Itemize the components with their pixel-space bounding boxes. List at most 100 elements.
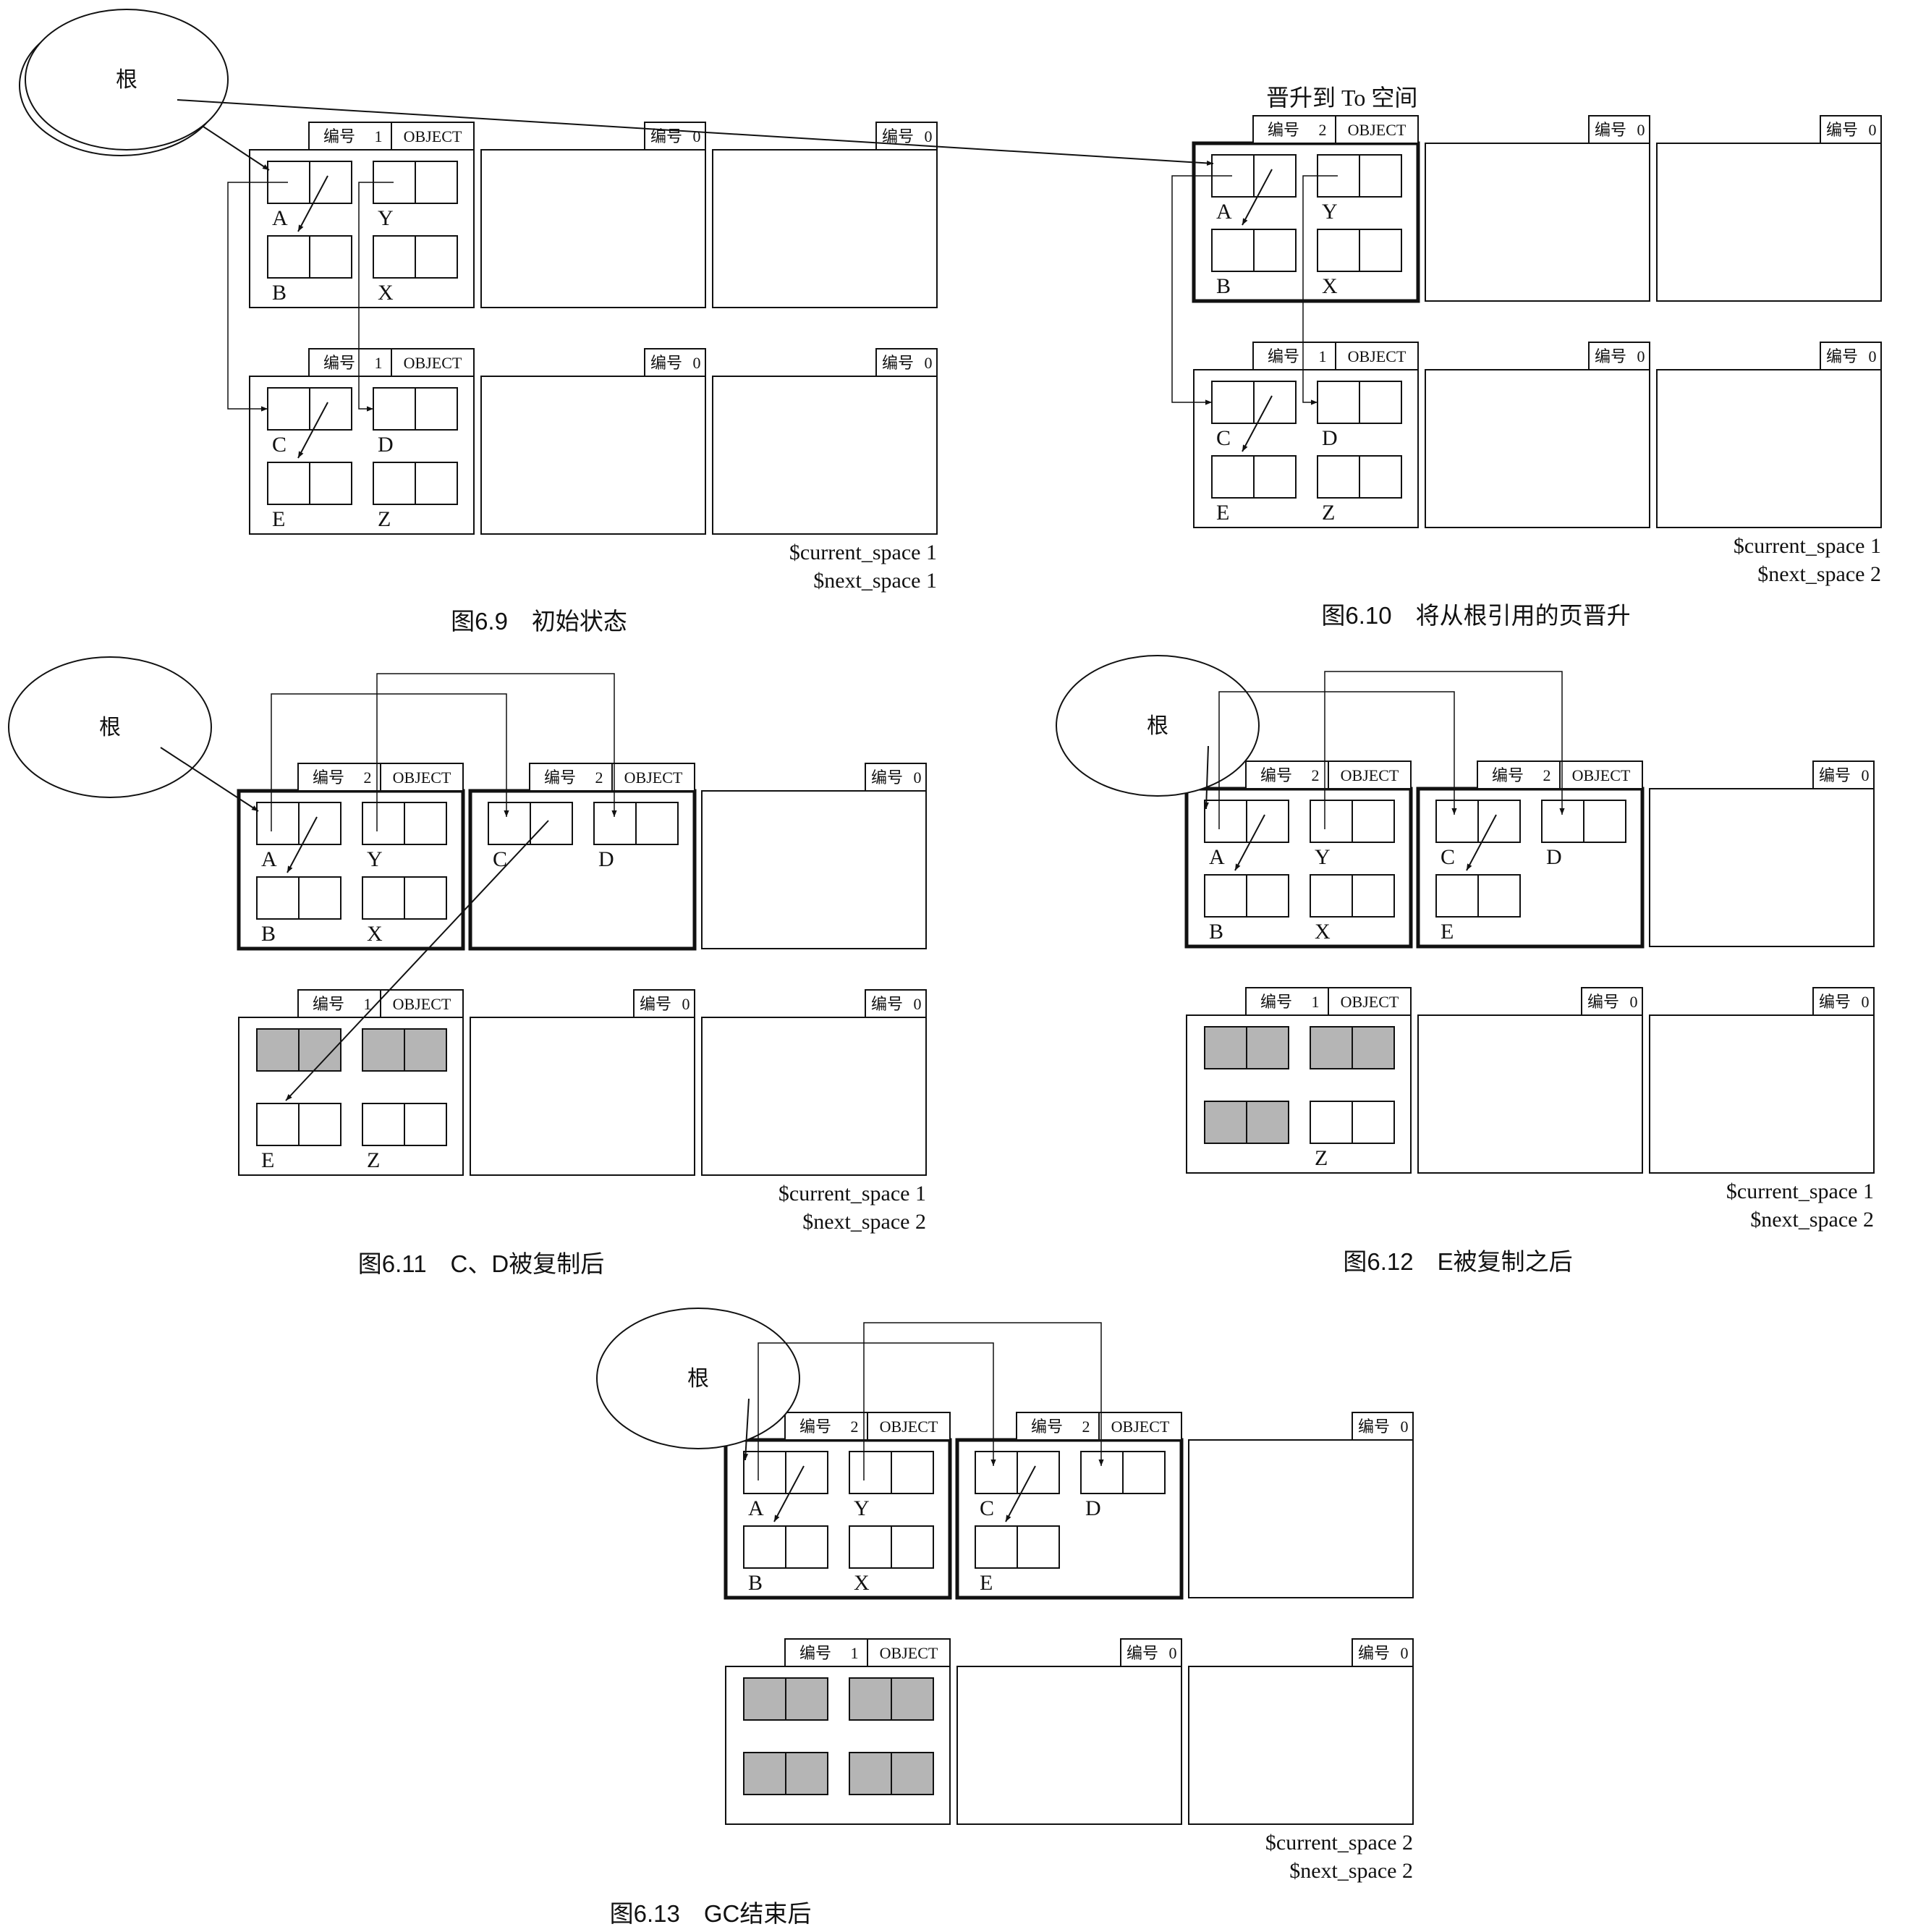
page-number-label: 编号 <box>1819 766 1851 784</box>
object-cell <box>309 462 352 505</box>
page-number-label: 编号 <box>871 995 903 1013</box>
page-number-label: 编号 <box>1358 1418 1390 1436</box>
object-cell <box>1204 874 1247 918</box>
object-label: E <box>1441 920 1454 944</box>
object-cell <box>373 235 416 279</box>
root-to-a-arrow <box>742 1398 750 1461</box>
heap-page: 编号 0 <box>1649 760 1875 947</box>
page-number-box <box>1812 760 1875 789</box>
a-to-c-arrow <box>758 1342 996 1480</box>
object-cell <box>849 1451 892 1494</box>
page-number-box <box>308 348 392 377</box>
page-number-box <box>644 122 706 151</box>
object-label: X <box>367 922 383 946</box>
next-space-label: $next_space 2 <box>1750 1208 1874 1232</box>
object-cell <box>975 1525 1018 1569</box>
page-number-value: 2 <box>1543 766 1551 784</box>
page-number-value: 2 <box>1312 766 1320 784</box>
page-number-value: 0 <box>1637 347 1645 365</box>
object-cell <box>891 1677 934 1721</box>
object-cell <box>298 876 341 920</box>
object-label: X <box>854 1571 870 1595</box>
object-cell <box>404 876 447 920</box>
object-cell <box>1317 455 1360 499</box>
page-object-label: OBJECT <box>624 768 683 787</box>
page-number-value: 0 <box>1169 1644 1177 1662</box>
page-body <box>701 790 927 949</box>
page-number-label: 编号 <box>1031 1418 1063 1436</box>
page-number-label: 编号 <box>1358 1644 1390 1662</box>
page-number-box <box>297 989 381 1018</box>
object-label: E <box>1216 501 1229 525</box>
object-cell <box>530 802 573 845</box>
page-number-box <box>1245 987 1329 1016</box>
object-label: X <box>378 281 394 305</box>
page-body <box>1425 143 1650 302</box>
object-cell <box>1359 229 1402 272</box>
page-number-value: 0 <box>1869 347 1877 365</box>
object-label: E <box>261 1148 274 1172</box>
object-cell <box>488 802 531 845</box>
page-object-label: OBJECT <box>1341 766 1399 784</box>
object-label: A <box>272 206 288 230</box>
figure-caption: 图6.9 初始状态 <box>451 608 627 635</box>
page-object-label: OBJECT <box>404 127 462 145</box>
y-to-d-arrow <box>1324 671 1565 829</box>
heap-page: 编号 0 <box>1188 1412 1414 1598</box>
page-number-value: 0 <box>693 354 701 372</box>
page-object-box <box>380 763 464 792</box>
page-number-label: 编号 <box>323 127 355 145</box>
page-body <box>1188 1666 1414 1825</box>
object-cell <box>743 1752 786 1795</box>
object-label: C <box>493 847 507 871</box>
page-number-value: 0 <box>1862 766 1870 784</box>
object-label: E <box>980 1571 993 1595</box>
page-object-label: OBJECT <box>404 354 462 372</box>
object-cell <box>362 876 405 920</box>
object-cell <box>415 387 458 431</box>
object-cell <box>975 1451 1018 1494</box>
page-object-label: OBJECT <box>1341 993 1399 1011</box>
object-cell <box>849 1752 892 1795</box>
object-cell <box>1310 1026 1353 1069</box>
page-number-value: 0 <box>925 127 933 145</box>
page-number-value: 1 <box>375 127 383 145</box>
a-to-b-arrow <box>773 1465 805 1522</box>
page-number-label: 编号 <box>1819 993 1851 1011</box>
page-number-label: 编号 <box>882 127 914 145</box>
object-cell <box>415 161 458 204</box>
page-body <box>1656 143 1882 302</box>
page-number-box <box>1588 115 1650 144</box>
object-cell <box>362 802 405 845</box>
page-object-box <box>1328 760 1412 789</box>
object-label: D <box>1322 426 1338 450</box>
object-cell <box>1246 1026 1289 1069</box>
page-number-value: 0 <box>1401 1418 1409 1436</box>
page-number-value: 1 <box>1312 993 1320 1011</box>
object-label: Y <box>367 847 383 871</box>
object-cell <box>1310 874 1353 918</box>
current-space-label: $current_space 1 <box>778 1182 926 1206</box>
object-cell <box>309 235 352 279</box>
page-object-box <box>391 348 475 377</box>
page-number-value: 2 <box>1319 121 1327 139</box>
object-cell <box>1359 381 1402 424</box>
object-cell <box>362 1103 405 1146</box>
object-cell <box>849 1677 892 1721</box>
page-object-box <box>1328 987 1412 1016</box>
root-ellipse <box>8 656 212 798</box>
object-cell <box>1317 229 1360 272</box>
object-cell <box>1352 1026 1395 1069</box>
root-label: 根 <box>99 716 121 740</box>
page-number-label: 编号 <box>1260 766 1292 784</box>
page-body <box>1188 1439 1414 1598</box>
